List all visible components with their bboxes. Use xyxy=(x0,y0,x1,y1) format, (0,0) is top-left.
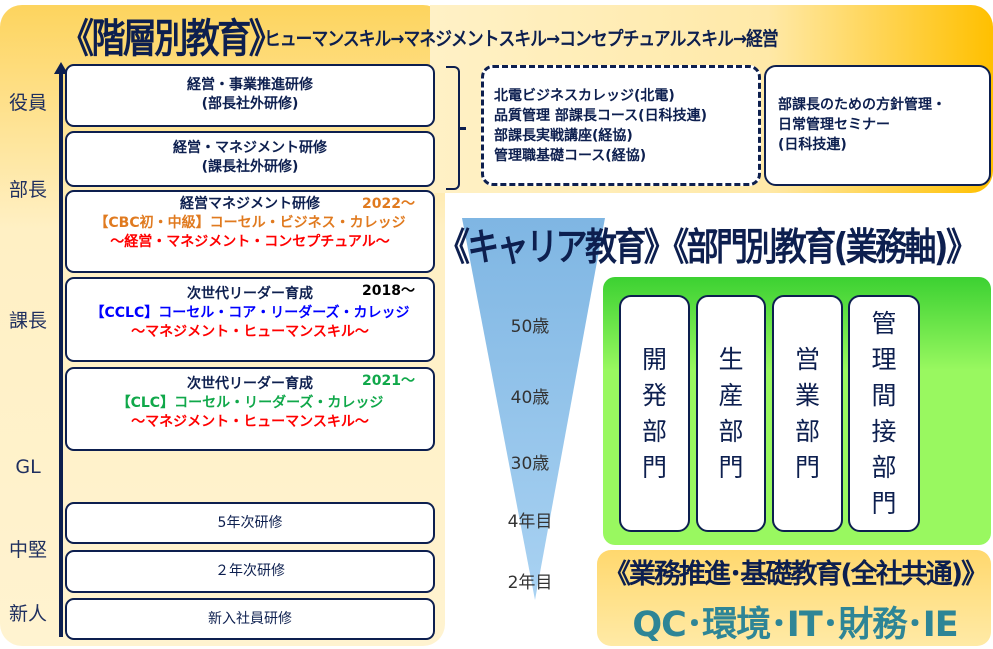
program-box: 経営・事業推進研修 (部長社外研修) xyxy=(65,64,435,127)
department-production: 生産部門 xyxy=(696,295,766,532)
department-char: 門 xyxy=(794,452,820,482)
program-box: 2021～ 次世代リーダー育成 【CLC】コーセル・リーダーズ・カレッジ ～マネ… xyxy=(65,367,435,451)
program-box: 2018～ 次世代リーダー育成 【CCLC】コーセル・コア・リーダーズ・カレッジ… xyxy=(65,277,435,362)
department-char: 業 xyxy=(794,380,820,410)
department-char: 門 xyxy=(641,452,667,482)
program-note: (部長社外研修) xyxy=(201,96,299,112)
start-year: 2021～ xyxy=(362,373,415,389)
start-year: 2018～ xyxy=(362,283,415,299)
department-char: 営 xyxy=(794,344,820,374)
program-title: 経営・事業推進研修 xyxy=(187,77,313,93)
department-char: 部 xyxy=(718,416,744,446)
career-title: 《キャリア教育》《部門別教育(業務軸)》 xyxy=(438,225,978,269)
program-title: 次世代リーダー育成 xyxy=(187,376,313,392)
age-label: 4年目 xyxy=(507,512,553,532)
level-label: 新人 xyxy=(8,603,47,625)
department-development: 開発部門 xyxy=(619,295,690,532)
department-char: 接 xyxy=(871,416,897,446)
program-box: 5年次研修 xyxy=(65,502,435,544)
level-label: 役員 xyxy=(8,92,47,114)
department-char: 門 xyxy=(718,452,744,482)
career-funnel xyxy=(462,218,605,600)
arrow-up-icon xyxy=(54,62,68,74)
department-char: 産 xyxy=(718,380,744,410)
program-theme: ～マネジメント・ヒューマンスキル～ xyxy=(131,324,369,340)
level-label: 課長 xyxy=(8,310,47,332)
department-char: 部 xyxy=(871,452,897,482)
department-char: 生 xyxy=(718,344,744,374)
level-axis xyxy=(59,72,63,637)
skill-progression: ヒューマンスキル→マネジメントスキル→コンセプチュアルスキル→経営 xyxy=(264,28,779,50)
age-label: 2年目 xyxy=(507,573,553,593)
course-item: 品質管理 部課長コース(日科技連) xyxy=(494,108,707,124)
program-name: 【CLC】コーセル・リーダーズ・カレッジ xyxy=(116,395,384,411)
seminar-line: (日科技連) xyxy=(778,137,847,153)
basic-education-title: 《業務推進･基礎教育(全社共通)》 xyxy=(603,559,988,590)
program-title: 経営・マネジメント研修 xyxy=(173,140,327,156)
bracket-tick xyxy=(458,127,466,130)
basic-education-topics: QC･環境･IT･財務･IE xyxy=(632,605,958,645)
program-note: (課長社外研修) xyxy=(201,159,299,175)
hierarchy-title: 《階層別教育》 xyxy=(60,16,283,62)
department-char: 部 xyxy=(641,416,667,446)
seminar-line: 部課長のための方針管理・ xyxy=(778,97,946,113)
level-label: 部長 xyxy=(8,179,47,201)
course-item: 北電ビジネスカレッジ(北電) xyxy=(494,88,675,104)
program-theme: ～マネジメント・ヒューマンスキル～ xyxy=(131,414,369,430)
level-label: GL xyxy=(15,456,41,478)
department-sales: 営業部門 xyxy=(772,295,843,532)
program-box: 2022～ 経営マネジメント研修 【CBC初・中級】コーセル・ビジネス・カレッジ… xyxy=(65,190,435,273)
program-title: 次世代リーダー育成 xyxy=(187,286,313,302)
department-char: 開 xyxy=(641,344,667,374)
department-char: 理 xyxy=(871,344,897,374)
basic-education-panel xyxy=(597,550,991,646)
age-label: 30歳 xyxy=(510,454,550,474)
program-name: 【CCLC】コーセル・コア・リーダーズ・カレッジ xyxy=(90,305,410,321)
program-box: 経営・マネジメント研修 (課長社外研修) xyxy=(65,131,435,187)
program-box: ２年次研修 xyxy=(65,550,435,593)
program-theme: ～経営・マネジメント・コンセプチュアル～ xyxy=(110,234,390,250)
department-char: 部 xyxy=(794,416,820,446)
program-name: 【CBC初・中級】コーセル・ビジネス・カレッジ xyxy=(94,215,406,231)
start-year: 2022～ xyxy=(362,196,415,212)
age-label: 50歳 xyxy=(510,317,550,337)
department-char: 発 xyxy=(641,380,667,410)
age-label: 40歳 xyxy=(510,388,550,408)
external-courses-box: 北電ビジネスカレッジ(北電) 品質管理 部課長コース(日科技連) 部課長実戦講座… xyxy=(481,65,761,186)
course-item: 部課長実戦講座(経協) xyxy=(494,128,633,144)
level-label: 中堅 xyxy=(8,539,47,561)
department-char: 門 xyxy=(871,488,897,518)
department-char: 管 xyxy=(871,308,897,338)
seminar-line: 日常管理セミナー xyxy=(778,117,890,133)
course-item: 管理職基礎コース(経協) xyxy=(494,148,647,164)
program-box: 新入社員研修 xyxy=(65,598,435,640)
program-title: 経営マネジメント研修 xyxy=(180,196,320,212)
department-char: 間 xyxy=(871,380,897,410)
department-administration: 管理間接部門 xyxy=(848,295,920,532)
funnel-shape xyxy=(462,218,605,600)
seminar-box: 部課長のための方針管理・ 日常管理セミナー (日科技連) xyxy=(764,65,991,186)
